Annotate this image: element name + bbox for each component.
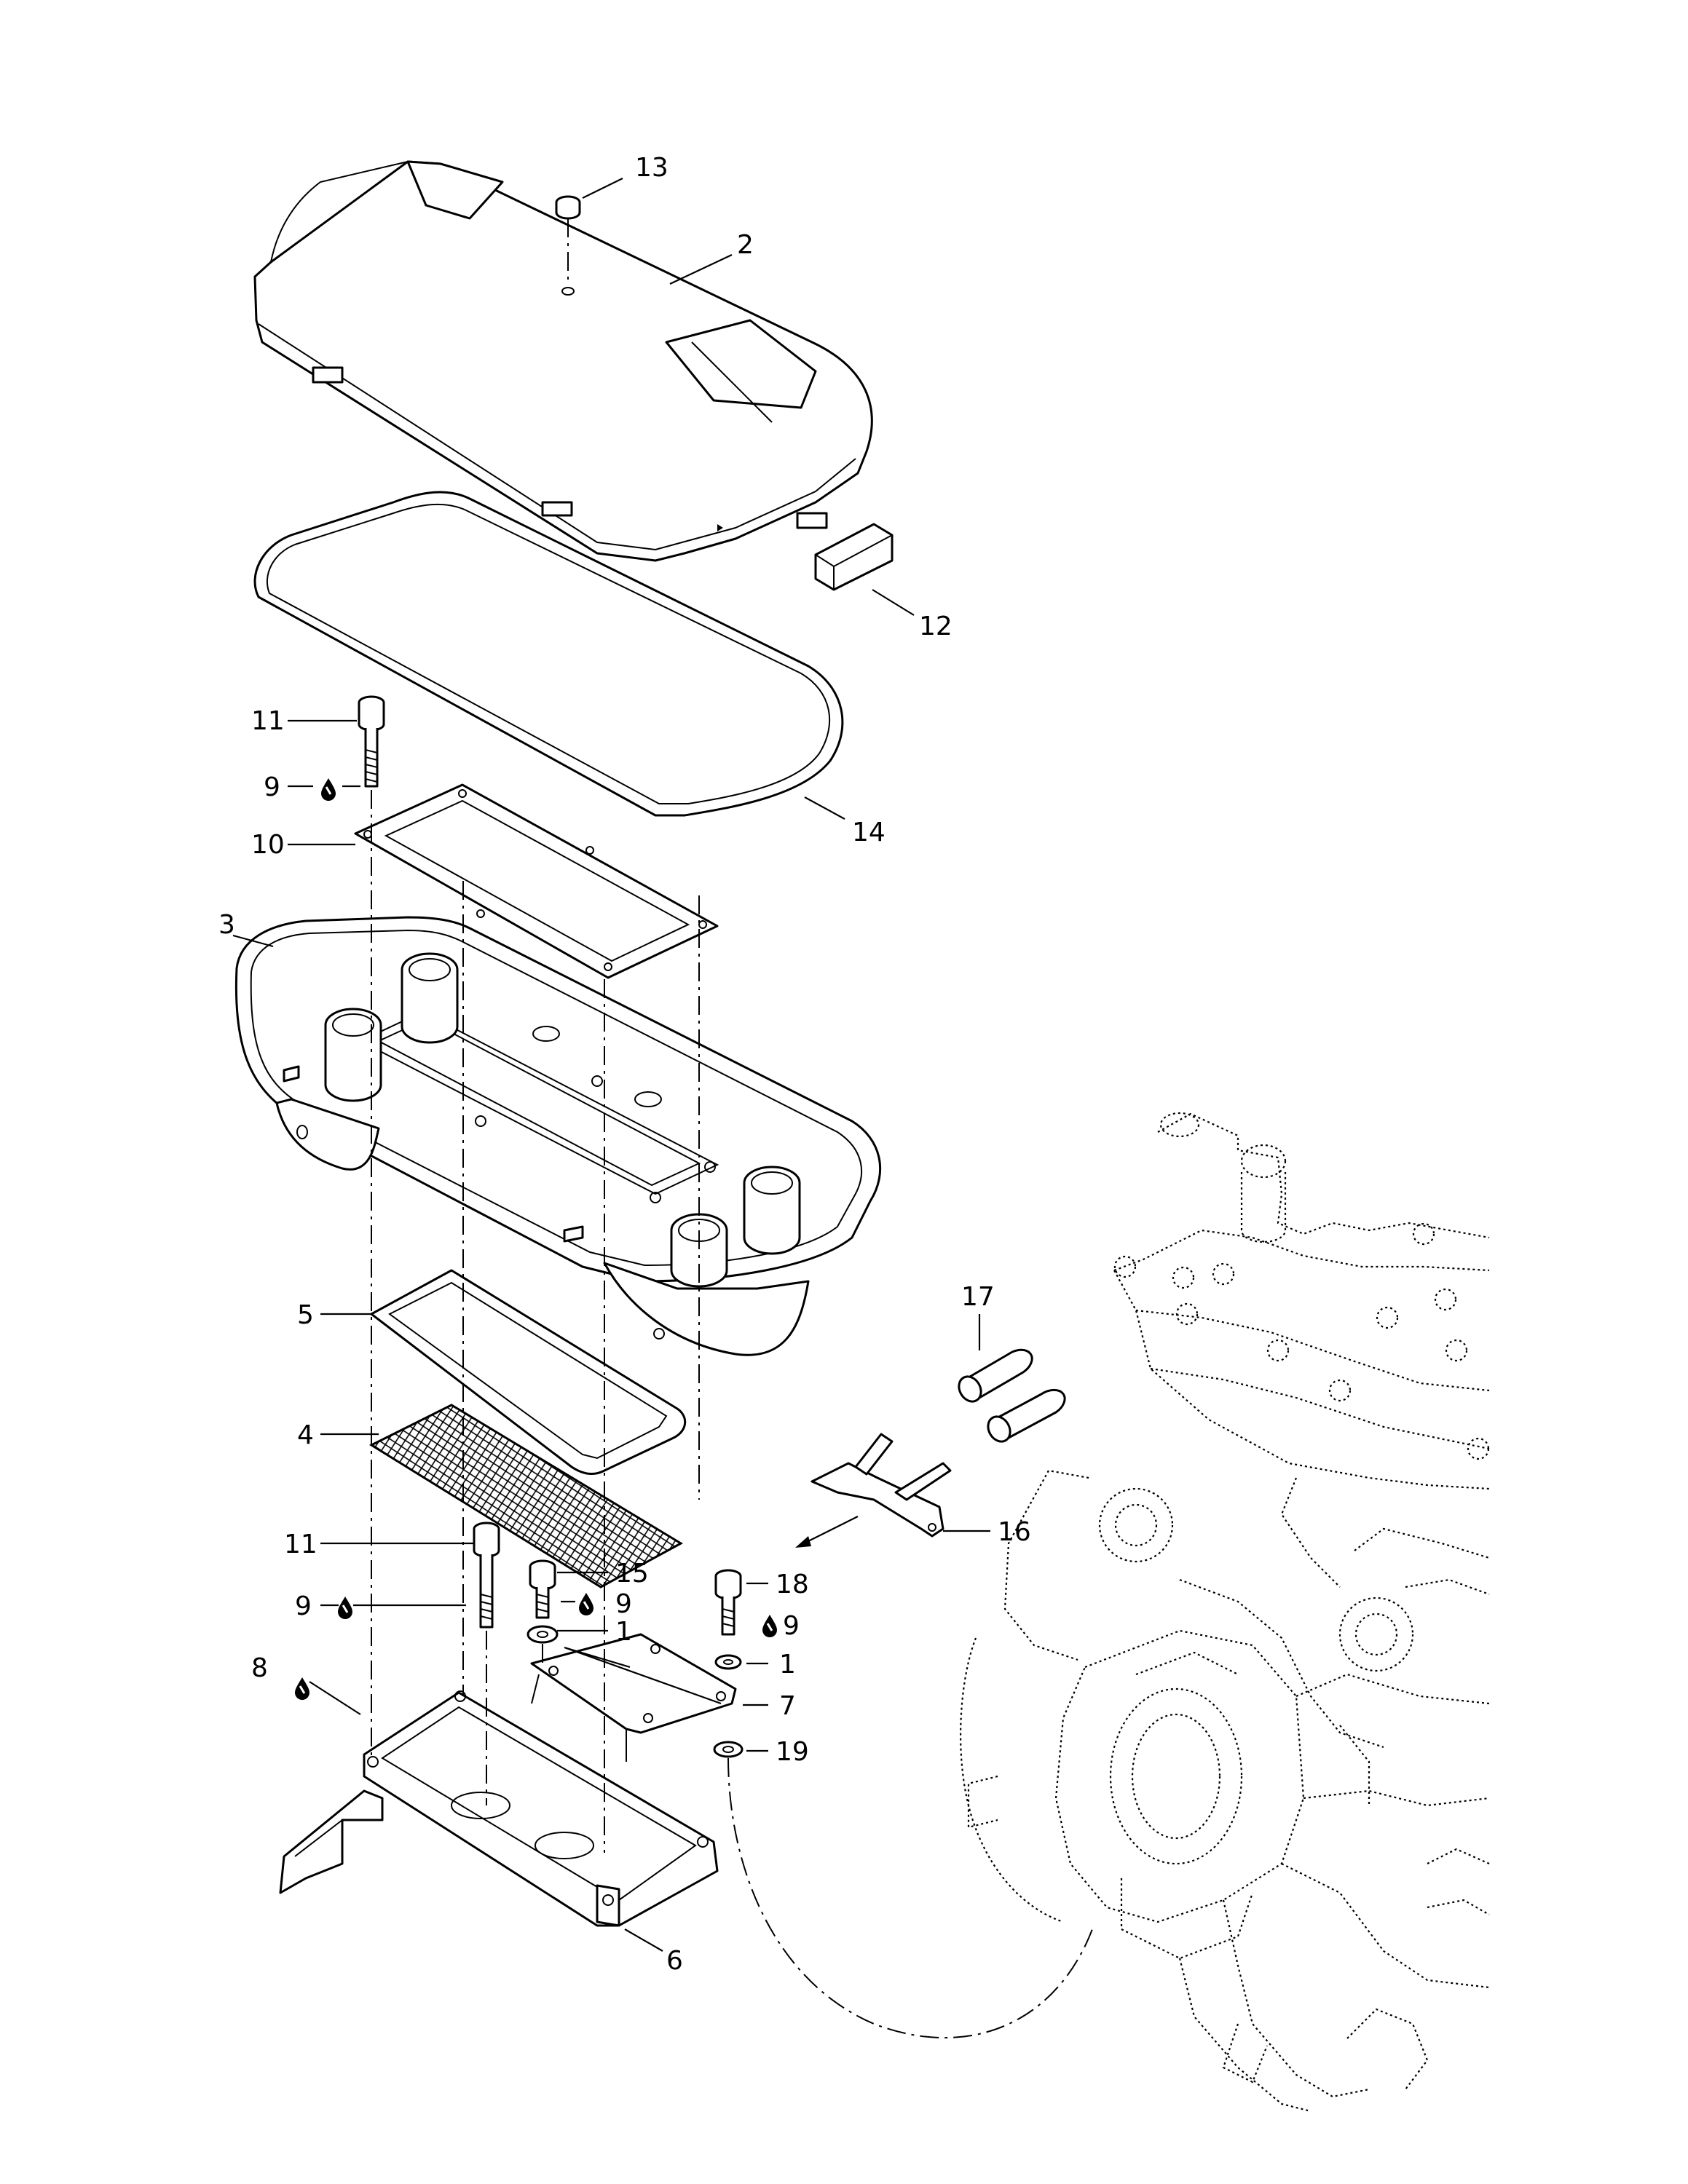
label-1-right: 1 [779, 1650, 796, 1679]
plug-13 [555, 195, 581, 296]
inserts-17 [958, 1348, 1066, 1443]
filter-mesh-4 [368, 1404, 684, 1588]
screw-11-upper [358, 695, 385, 788]
cover-top [253, 160, 873, 562]
label-17: 17 [961, 1282, 995, 1312]
screw-11-lower [473, 1522, 500, 1629]
label-18: 18 [776, 1570, 809, 1599]
label-13: 13 [635, 153, 669, 183]
label-10: 10 [251, 830, 285, 860]
label-15: 15 [615, 1559, 649, 1588]
base-6 [279, 1690, 719, 1927]
label-14: 14 [852, 818, 886, 847]
leader-lines [232, 178, 990, 1952]
engine-outline [960, 1112, 1490, 2113]
washers [526, 1625, 744, 1758]
oil-drop-icon [293, 1676, 311, 1701]
oil-drop-icon [761, 1613, 778, 1639]
label-5: 5 [297, 1300, 314, 1330]
label-16: 16 [998, 1517, 1031, 1547]
clip-12 [814, 523, 894, 591]
oil-drop-icon [577, 1591, 595, 1617]
label-9-screw18: 9 [783, 1611, 800, 1641]
screw-18 [714, 1569, 742, 1636]
arrow-icon [795, 1516, 859, 1548]
label-9-upper: 9 [264, 772, 280, 802]
oil-drop-icon [336, 1595, 354, 1621]
housing-3 [234, 916, 882, 1356]
label-7: 7 [779, 1691, 796, 1721]
bracket-16 [811, 1433, 952, 1538]
label-2: 2 [737, 230, 754, 260]
label-11-lower: 11 [284, 1530, 318, 1559]
label-1-left: 1 [615, 1617, 632, 1647]
label-9-lower: 9 [295, 1591, 312, 1621]
gasket-14 [253, 491, 844, 817]
oil-drop-icon [320, 777, 337, 802]
callout-labels: 13 2 12 14 11 9 10 3 5 4 11 9 8 15 9 1 1… [218, 153, 1031, 1976]
screw-15 [529, 1559, 556, 1619]
label-19: 19 [776, 1737, 809, 1767]
label-8: 8 [251, 1653, 268, 1683]
bracket-plate-7 [530, 1633, 737, 1762]
label-6: 6 [666, 1946, 683, 1976]
seal-frame-5 [370, 1269, 687, 1476]
label-3: 3 [218, 910, 235, 940]
label-4: 4 [297, 1420, 314, 1450]
assembly-lines [371, 790, 1093, 2038]
label-9-screw15: 9 [615, 1589, 632, 1619]
label-12: 12 [919, 612, 953, 641]
label-11-upper: 11 [251, 706, 285, 736]
